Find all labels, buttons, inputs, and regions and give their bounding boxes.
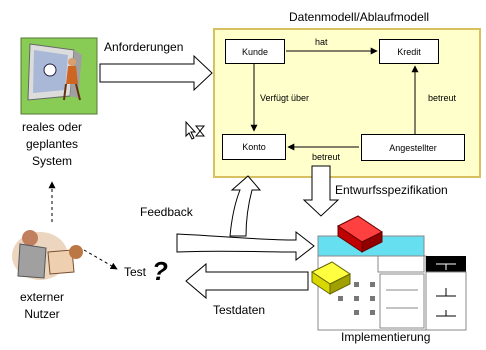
spec-arrow — [302, 165, 340, 217]
feedback-label: Feedback — [140, 205, 193, 219]
feedback-arrow-up — [229, 175, 262, 237]
system-label-line1: reales oder — [21, 120, 83, 134]
entity-kredit: Kredit — [379, 39, 439, 64]
feedback-arrow-right — [176, 230, 315, 262]
user-to-test-dashed-arrow — [83, 249, 118, 270]
yellow-block-icon — [311, 261, 351, 295]
spec-label: Entwurfsspezifikation — [335, 183, 448, 197]
requirements-label: Anforderungen — [104, 40, 184, 54]
mouse-cursor-hourglass-icon — [185, 120, 206, 140]
person-at-desk-icon — [63, 58, 81, 101]
user-label-line2: Nutzer — [24, 307, 60, 321]
external-user-icon — [12, 230, 83, 280]
implementation-label: Implementierung — [341, 330, 431, 344]
relation-verfuegt-label: Verfügt über — [260, 93, 310, 103]
relation-hat-label: hat — [315, 37, 328, 47]
testdata-arrow — [185, 262, 309, 300]
entity-angestellter: Angestellter — [361, 134, 465, 161]
test-label: Test — [124, 265, 147, 279]
requirements-arrow — [99, 54, 213, 92]
computer-screen-icon — [20, 37, 98, 115]
system-label-line3: System — [31, 154, 72, 168]
red-block-icon — [337, 215, 383, 253]
relation-betreut-konto-label: betreut — [312, 152, 341, 162]
model-title: Datenmodell/Ablaufmodell — [289, 10, 430, 24]
system-label-line2: geplantes — [25, 137, 79, 151]
user-label-line1: externer — [19, 290, 65, 304]
question-mark-icon: ? — [152, 256, 168, 286]
relation-betreut-kredit-label: betreut — [428, 93, 457, 103]
testdata-label: Testdaten — [213, 303, 266, 317]
entity-konto: Konto — [222, 134, 286, 160]
entity-kunde: Kunde — [225, 39, 285, 64]
